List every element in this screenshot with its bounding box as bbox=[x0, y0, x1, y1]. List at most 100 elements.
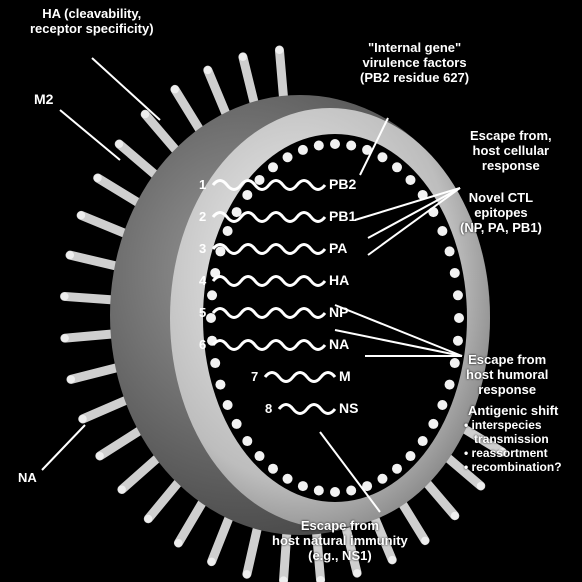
matrix-dot bbox=[283, 474, 293, 484]
ctl-line-3: (NP, PA, PB1) bbox=[460, 220, 542, 235]
glycoprotein-spike bbox=[275, 46, 284, 102]
glycoprotein-spike bbox=[118, 455, 161, 494]
matrix-dot bbox=[418, 436, 428, 446]
matrix-dot bbox=[445, 380, 455, 390]
segment-number-4: 4 bbox=[199, 273, 206, 288]
matrix-dot bbox=[206, 313, 216, 323]
ha-label-line-2: receptor specificity) bbox=[30, 21, 154, 36]
matrix-dot bbox=[255, 175, 265, 185]
segment-number-8: 8 bbox=[265, 401, 272, 416]
glycoprotein-spike bbox=[96, 428, 144, 460]
ctl-line-2: epitopes bbox=[460, 205, 542, 220]
cellular-response-label: Escape from, host cellular response bbox=[470, 128, 552, 173]
matrix-dot bbox=[454, 313, 464, 323]
matrix-dot bbox=[298, 481, 308, 491]
matrix-dot bbox=[453, 336, 463, 346]
matrix-dot bbox=[346, 140, 356, 150]
segment-name-pa: PA bbox=[329, 240, 347, 256]
internal-gene-label: "Internal gene" virulence factors (PB2 r… bbox=[360, 40, 469, 85]
shift-item-3: • reassortment bbox=[464, 446, 562, 460]
glycoprotein-spike bbox=[243, 523, 259, 578]
matrix-dot bbox=[392, 464, 402, 474]
internal-gene-line-1: "Internal gene" bbox=[360, 40, 469, 55]
ctl-line-1: Novel CTL bbox=[460, 190, 542, 205]
shift-item-4: • recombination? bbox=[464, 460, 562, 474]
glycoprotein-spike bbox=[66, 251, 120, 267]
matrix-dot bbox=[268, 464, 278, 474]
ha-label-line-1: HA (cleavability, bbox=[30, 6, 154, 21]
glycoprotein-spike bbox=[174, 498, 205, 547]
matrix-dot bbox=[346, 486, 356, 496]
ha-label: HA (cleavability, receptor specificity) bbox=[30, 6, 154, 36]
na-left-label: NA bbox=[18, 470, 37, 485]
glycoprotein-spike bbox=[141, 110, 179, 154]
antigenic-shift-title: Antigenic shift bbox=[464, 404, 562, 418]
humoral-response-label: Escape from host humoral response bbox=[466, 352, 548, 397]
glycoprotein-spike bbox=[94, 174, 142, 205]
matrix-dot bbox=[268, 162, 278, 172]
matrix-dot bbox=[377, 474, 387, 484]
matrix-dot bbox=[298, 145, 308, 155]
glycoprotein-spike bbox=[77, 211, 129, 235]
matrix-dot bbox=[437, 400, 447, 410]
matrix-dot bbox=[207, 290, 217, 300]
segment-name-pb1: PB1 bbox=[329, 208, 356, 224]
matrix-dot bbox=[232, 207, 242, 217]
natural-line-2: host natural immunity bbox=[272, 533, 408, 548]
segment-name-na: NA bbox=[329, 336, 349, 352]
segment-name-pb2: PB2 bbox=[329, 176, 356, 192]
matrix-dot bbox=[223, 400, 233, 410]
matrix-dot bbox=[377, 152, 387, 162]
glycoprotein-spike bbox=[61, 334, 117, 343]
segment-name-np: NP bbox=[329, 304, 348, 320]
humoral-line-1: Escape from bbox=[466, 352, 548, 367]
m2-label: M2 bbox=[34, 92, 53, 107]
matrix-dot bbox=[283, 152, 293, 162]
segment-name-ha: HA bbox=[329, 272, 349, 288]
matrix-dot bbox=[215, 246, 225, 256]
shift-item-1: • interspecies bbox=[464, 418, 562, 432]
internal-gene-line-3: (PB2 residue 627) bbox=[360, 70, 469, 85]
ctl-epitopes-label: Novel CTL epitopes (NP, PA, PB1) bbox=[460, 190, 542, 235]
matrix-dot bbox=[314, 486, 324, 496]
segment-name-ns: NS bbox=[339, 400, 358, 416]
segment-number-1: 1 bbox=[199, 177, 206, 192]
natural-line-1: Escape from bbox=[272, 518, 408, 533]
segment-number-5: 5 bbox=[199, 305, 206, 320]
humoral-line-3: response bbox=[466, 382, 548, 397]
matrix-dot bbox=[453, 290, 463, 300]
antigenic-shift-label: Antigenic shift • interspecies transmiss… bbox=[464, 404, 562, 474]
cellular-line-2: host cellular bbox=[470, 143, 552, 158]
matrix-dot bbox=[242, 190, 252, 200]
humoral-line-2: host humoral bbox=[466, 367, 548, 382]
matrix-dot bbox=[330, 139, 340, 149]
natural-line-3: (e.g., NS1) bbox=[272, 548, 408, 563]
glycoprotein-spike bbox=[61, 292, 117, 300]
glycoprotein-spike bbox=[239, 53, 256, 108]
cellular-line-3: response bbox=[470, 158, 552, 173]
matrix-dot bbox=[405, 175, 415, 185]
glycoprotein-spike bbox=[144, 478, 181, 522]
matrix-dot bbox=[314, 140, 324, 150]
matrix-dot bbox=[210, 358, 220, 368]
glycoprotein-spike bbox=[204, 66, 228, 118]
matrix-dot bbox=[223, 226, 233, 236]
glycoprotein-spike bbox=[208, 513, 231, 566]
glycoprotein-spike bbox=[67, 367, 121, 384]
cellular-line-1: Escape from, bbox=[470, 128, 552, 143]
matrix-dot bbox=[215, 380, 225, 390]
glycoprotein-spike bbox=[171, 85, 202, 134]
matrix-dot bbox=[242, 436, 252, 446]
segment-name-m: M bbox=[339, 368, 351, 384]
natural-immunity-label: Escape from host natural immunity (e.g.,… bbox=[272, 518, 408, 563]
matrix-dot bbox=[330, 487, 340, 497]
matrix-dot bbox=[445, 246, 455, 256]
matrix-dot bbox=[405, 451, 415, 461]
matrix-dot bbox=[437, 226, 447, 236]
segment-number-7: 7 bbox=[251, 369, 258, 384]
segment-number-6: 6 bbox=[199, 337, 206, 352]
matrix-dot bbox=[232, 419, 242, 429]
shift-item-2: transmission bbox=[464, 432, 562, 446]
